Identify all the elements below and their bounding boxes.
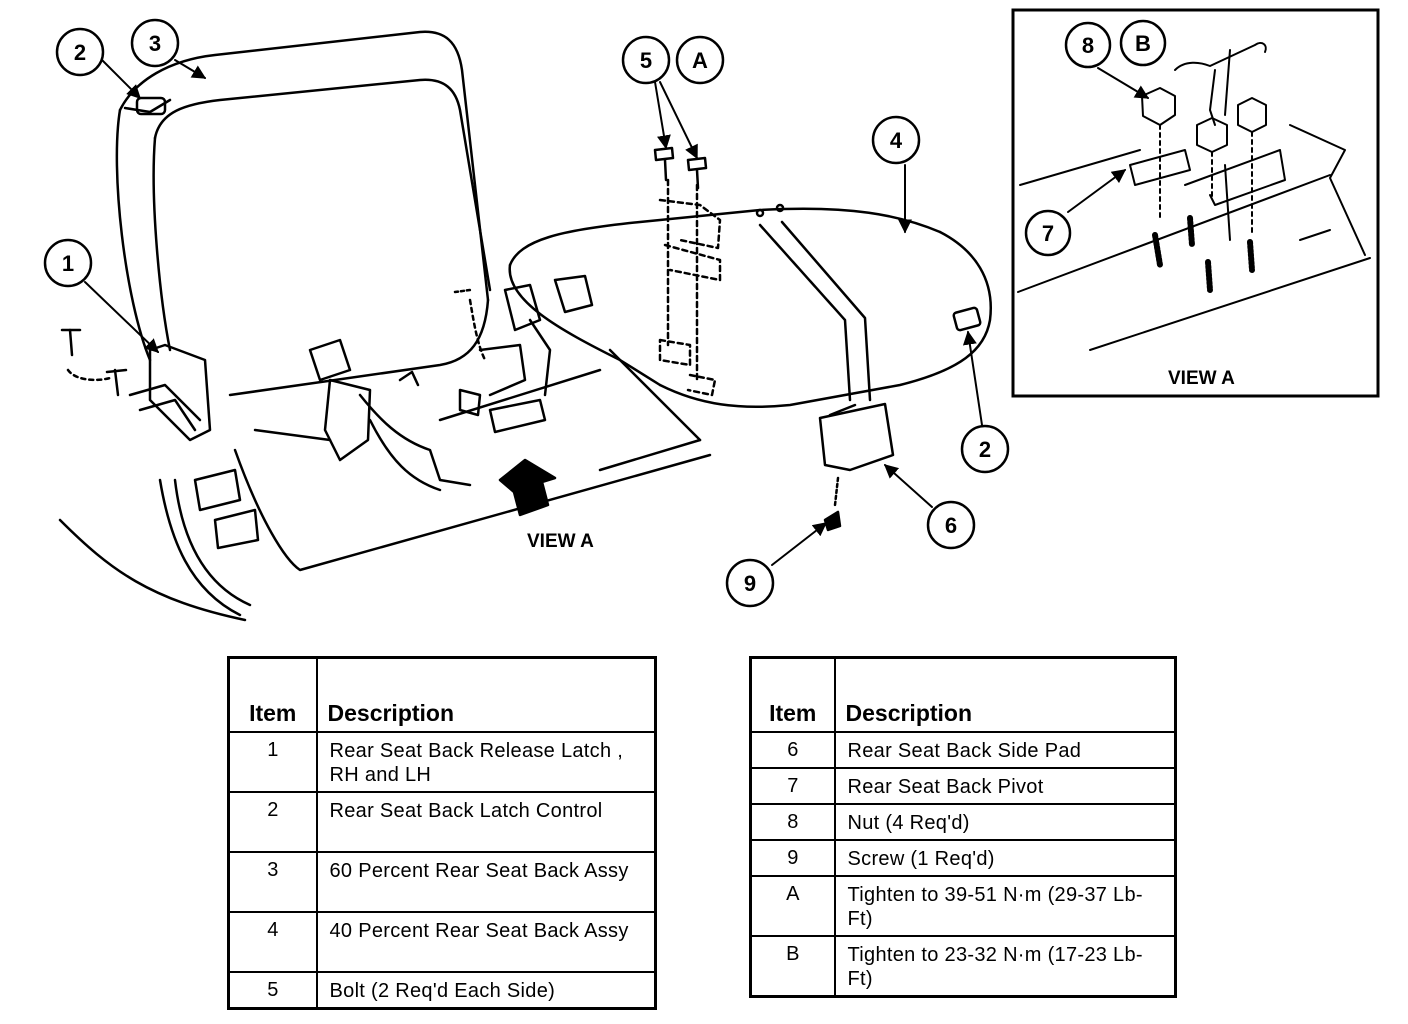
seat-exploded-diagram: 2 3 1 5 A 4 2 6 9 VIEW A xyxy=(43,8,1380,622)
table-row: 4 40 Percent Rear Seat Back Assy xyxy=(227,911,657,973)
callout-4: 4 xyxy=(890,128,903,153)
row-item: 5 xyxy=(227,971,318,1010)
row-description: Nut (4 Req'd) xyxy=(833,803,1177,841)
callout-circles xyxy=(43,18,1010,608)
callout-6: 6 xyxy=(945,513,957,538)
table-row: 2 Rear Seat Back Latch Control xyxy=(227,791,657,853)
row-item: 7 xyxy=(749,767,836,805)
table-row: 8 Nut (4 Req'd) xyxy=(749,803,1177,841)
legend-table-left: Item Description 1 Rear Seat Back Releas… xyxy=(227,656,657,1010)
row-item: 2 xyxy=(227,791,318,853)
view-a-inset: 8 B 7 VIEW A xyxy=(1011,8,1380,398)
callout-1: 1 xyxy=(62,251,74,276)
row-description: Rear Seat Back Side Pad xyxy=(833,731,1177,769)
table-row: B Tighten to 23-32 N·m (17-23 Lb-Ft) xyxy=(749,935,1177,998)
callout-b: B xyxy=(1135,31,1151,56)
table-row: 9 Screw (1 Req'd) xyxy=(749,839,1177,877)
release-latch-bracket xyxy=(60,328,260,550)
legend-header-row: Item Description xyxy=(227,656,657,733)
side-pad xyxy=(818,402,895,532)
row-item: A xyxy=(749,875,836,937)
header-item: Item xyxy=(749,656,836,733)
callout-5: 5 xyxy=(640,48,652,73)
table-row: 5 Bolt (2 Req'd Each Side) xyxy=(227,971,657,1010)
row-item: 6 xyxy=(749,731,836,769)
callout-a: A xyxy=(692,48,708,73)
table-row: 1 Rear Seat Back Release Latch , RH and … xyxy=(227,731,657,793)
row-description: Rear Seat Back Latch Control xyxy=(315,791,657,853)
floor-outline xyxy=(58,348,712,622)
row-description: Rear Seat Back Pivot xyxy=(833,767,1177,805)
row-item: 9 xyxy=(749,839,836,877)
row-description: 40 Percent Rear Seat Back Assy xyxy=(315,911,657,973)
row-item: 8 xyxy=(749,803,836,841)
row-description: Rear Seat Back Release Latch , RH and LH xyxy=(315,731,657,793)
view-a-label-main: VIEW A xyxy=(527,531,594,552)
header-description: Description xyxy=(315,656,657,733)
table-row: 3 60 Percent Rear Seat Back Assy xyxy=(227,851,657,913)
callout-3: 3 xyxy=(149,31,161,56)
callout-8: 8 xyxy=(1082,33,1094,58)
table-row: A Tighten to 39-51 N·m (29-37 Lb-Ft) xyxy=(749,875,1177,937)
row-description: Bolt (2 Req'd Each Side) xyxy=(315,971,657,1010)
legend-table-right: Item Description 6 Rear Seat Back Side P… xyxy=(749,656,1177,998)
view-a-label-inset: VIEW A xyxy=(1168,368,1235,389)
sixty-percent-seat-back xyxy=(115,30,492,397)
seat-belt-buckles xyxy=(253,274,594,492)
row-description: Tighten to 39-51 N·m (29-37 Lb-Ft) xyxy=(833,875,1177,937)
table-row: 6 Rear Seat Back Side Pad xyxy=(749,731,1177,769)
row-description: Tighten to 23-32 N·m (17-23 Lb-Ft) xyxy=(833,935,1177,998)
callout-9: 9 xyxy=(744,571,756,596)
forty-percent-seat-back xyxy=(508,178,993,409)
header-item: Item xyxy=(227,656,318,733)
bolts-item-five xyxy=(653,146,708,190)
callout-2-right: 2 xyxy=(979,437,991,462)
row-item: 3 xyxy=(227,851,318,913)
view-direction-arrow xyxy=(498,458,557,517)
legend-header-row: Item Description xyxy=(749,656,1177,733)
callout-2-left: 2 xyxy=(74,40,86,65)
callout-7: 7 xyxy=(1042,221,1054,246)
callout-numbers: 2 3 1 5 A 4 2 6 9 xyxy=(62,31,991,596)
row-description: 60 Percent Rear Seat Back Assy xyxy=(315,851,657,913)
row-item: B xyxy=(749,935,836,998)
row-item: 4 xyxy=(227,911,318,973)
callout-leaders xyxy=(84,57,983,566)
row-description: Screw (1 Req'd) xyxy=(833,839,1177,877)
header-description: Description xyxy=(833,656,1177,733)
table-row: 7 Rear Seat Back Pivot xyxy=(749,767,1177,805)
row-item: 1 xyxy=(227,731,318,793)
